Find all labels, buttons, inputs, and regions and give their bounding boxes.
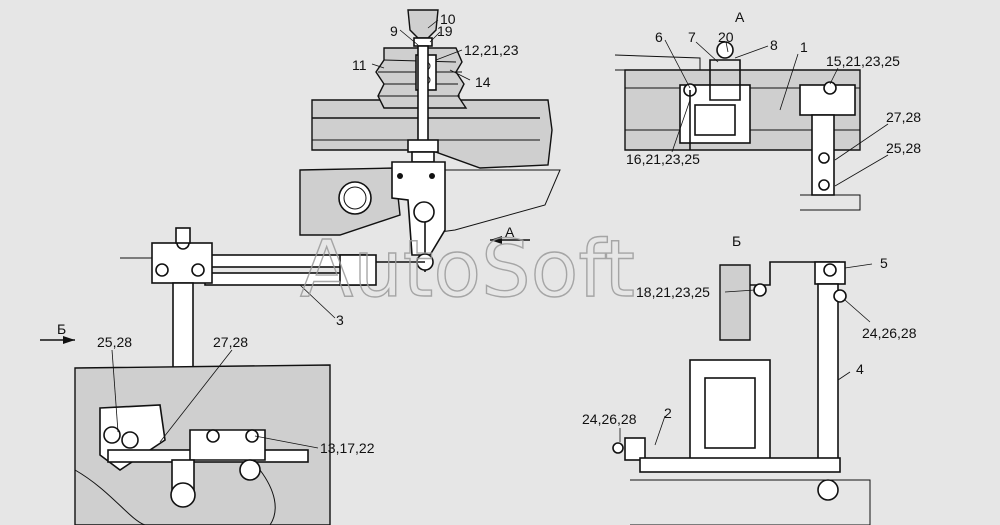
callout-5: 5 xyxy=(880,255,888,271)
view-b-link xyxy=(639,457,841,473)
view-b-title: Б xyxy=(732,233,741,249)
callout-1: 1 xyxy=(800,39,808,55)
callout-24-26-28-right: 24,26,28 xyxy=(862,325,917,341)
callout-2: 2 xyxy=(664,405,672,421)
view-a-title: А xyxy=(735,9,745,25)
callout-12-21-23: 12,21,23 xyxy=(464,42,519,58)
callout-13-17-22: 13,17,22 xyxy=(320,440,375,456)
arrow-a-label: А xyxy=(505,224,515,240)
callout-4: 4 xyxy=(856,361,864,377)
callout-8: 8 xyxy=(770,37,778,53)
callout-7: 7 xyxy=(688,29,696,45)
callout-27-28-right: 27,28 xyxy=(886,109,921,125)
callout-14: 14 xyxy=(475,74,491,90)
callout-6: 6 xyxy=(655,29,663,45)
callout-15-21-23-25: 15,21,23,25 xyxy=(826,53,900,69)
callout-25-28-right: 25,28 xyxy=(886,140,921,156)
view-b xyxy=(612,261,871,525)
view-b-plate xyxy=(719,264,751,341)
callout-24-26-28-left: 24,26,28 xyxy=(582,411,637,427)
callout-19: 19 xyxy=(437,23,453,39)
callout-3: 3 xyxy=(336,312,344,328)
callout-18-21-23-25: 18,21,23,25 xyxy=(636,284,710,300)
callout-27-28-left: 27,28 xyxy=(213,334,248,350)
arrow-b-label: Б xyxy=(57,321,66,337)
callout-16-21-23-25: 16,21,23,25 xyxy=(626,151,700,167)
view-a xyxy=(614,41,861,211)
watermark: AutoSoft xyxy=(300,225,635,315)
main-assembly xyxy=(40,9,561,525)
callout-10: 10 xyxy=(440,11,456,27)
callout-25-28-left: 25,28 xyxy=(97,334,132,350)
lever-rod xyxy=(417,45,429,151)
leader-lines xyxy=(111,19,889,449)
callout-20: 20 xyxy=(718,29,734,45)
callout-9: 9 xyxy=(390,23,398,39)
cab-floor xyxy=(311,99,553,169)
view-b-shaft xyxy=(817,283,839,465)
callout-11: 11 xyxy=(352,57,367,73)
